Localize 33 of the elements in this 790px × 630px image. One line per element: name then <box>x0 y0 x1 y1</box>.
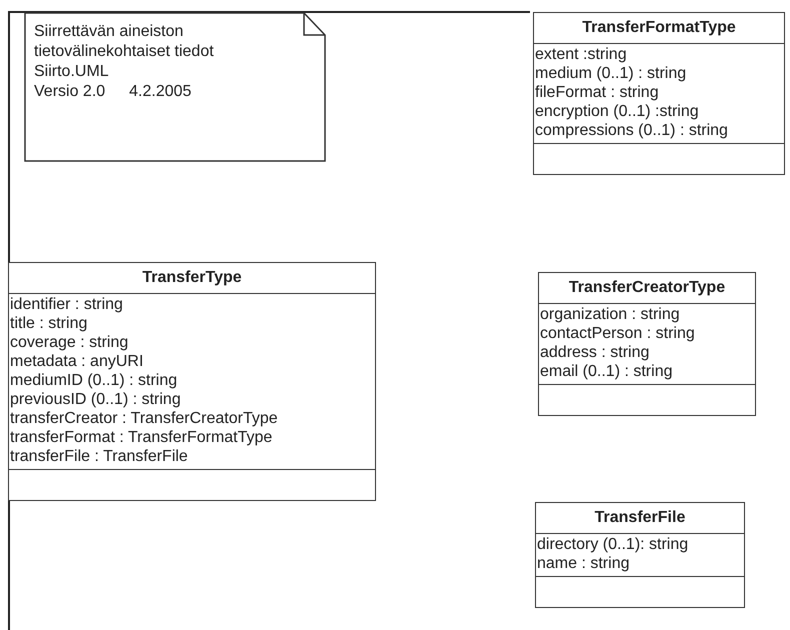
attribute-text: email (0..1) : string <box>540 362 674 381</box>
attribute-text: previousID (0..1) : string <box>10 390 182 409</box>
attribute-text: directory (0..1): string <box>537 535 690 554</box>
attribute-text: transferFile : TransferFile <box>10 447 189 466</box>
note-text: Siirrettävän aineiston tietovälinekohtaiset tiedot <box>34 22 215 62</box>
attribute-text: metadata : anyURI <box>10 352 144 371</box>
attribute-text: title : string <box>10 314 88 333</box>
class-name: TransferFile <box>594 509 686 526</box>
attribute-text: medium (0..1) : string <box>535 64 688 83</box>
class-box <box>8 262 376 501</box>
attribute-text: identifier : string <box>10 295 124 314</box>
attribute-text: encryption (0..1) :string <box>535 102 700 121</box>
note-text: Versio 2.0 <box>34 82 106 102</box>
class-box <box>533 12 785 175</box>
note-text: Siirto.UML <box>34 62 110 82</box>
attribute-text: compressions (0..1) : string <box>535 121 729 140</box>
class-name: TransferType <box>142 269 242 286</box>
attribute-text: contactPerson : string <box>540 324 696 343</box>
class-box <box>535 502 745 608</box>
attribute-text: coverage : string <box>10 333 130 352</box>
attribute-text: mediumID (0..1) : string <box>10 371 178 390</box>
attribute-text: fileFormat : string <box>535 83 660 102</box>
attribute-text: organization : string <box>540 305 681 324</box>
class-name: TransferFormatType <box>582 19 736 36</box>
attribute-text: name : string <box>537 554 630 573</box>
class-box <box>538 272 756 416</box>
note-shape <box>24 12 326 162</box>
attribute-text: transferFormat : TransferFormatType <box>10 428 274 447</box>
note-text: 4.2.2005 <box>129 82 192 102</box>
class-name: TransferCreatorType <box>568 279 726 296</box>
attribute-text: address : string <box>540 343 650 362</box>
attribute-text: extent :string <box>535 45 628 64</box>
attribute-text: transferCreator : TransferCreatorType <box>10 409 279 428</box>
